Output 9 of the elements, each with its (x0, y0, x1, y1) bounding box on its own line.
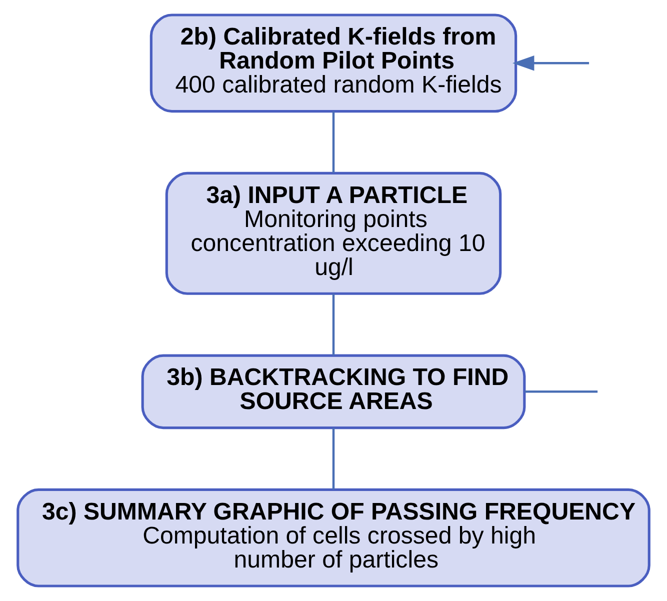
node-box: 3c) SUMMARY GRAPHIC OF PASSING FREQUENCY Computation of cells crossed by high number of particles (16, 488, 650, 588)
node-box: 3a) INPUT A PARTICLE Monitoring points concentration exceeding 10 ug/l (165, 172, 502, 295)
node-box: 2b) Calibrated K-fields from Random Pilot Points 400 calibrated random K-fields (150, 14, 518, 113)
arrow (512, 56, 590, 71)
node-box: 3b) BACKTRACKING TO FIND SOURCE AREAS (141, 354, 526, 430)
connector (332, 111, 335, 173)
connector (332, 294, 335, 356)
connector (524, 390, 598, 393)
connector (332, 428, 335, 490)
